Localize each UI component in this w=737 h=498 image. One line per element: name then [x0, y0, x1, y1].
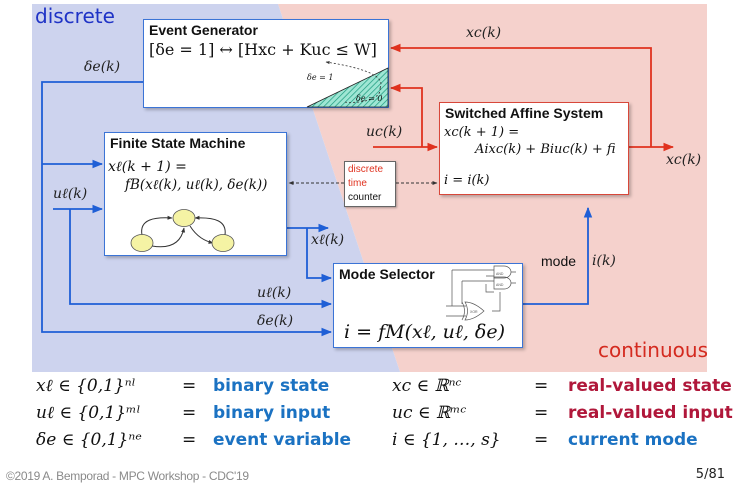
fsm-equation-line1: xℓ(k + 1) = — [108, 159, 187, 175]
xor-gate-icon — [461, 301, 485, 321]
sas-equation-line2: Aixc(k) + Biuc(k) + fi — [475, 142, 616, 157]
and-gate-icon — [493, 276, 512, 290]
fsm-title: Finite State Machine — [110, 135, 246, 151]
counter-line1: discrete — [348, 164, 384, 175]
state-edge — [194, 215, 226, 236]
legend-equals: = — [182, 376, 197, 396]
event-region-sketch — [306, 60, 389, 108]
mode-selector-block: Mode Selector AND AND XOR i = fM(xℓ, uℓ,… — [333, 263, 523, 348]
event-generator-title: Event Generator — [149, 22, 258, 38]
legend-equals: = — [182, 403, 197, 423]
discrete-region-label: discrete — [35, 4, 115, 28]
state-node — [211, 234, 235, 252]
logic-gates-sketch: AND AND XOR — [446, 265, 516, 321]
legend-math: i ∈ {1, …, s} — [392, 430, 501, 450]
state-edge — [151, 227, 186, 248]
gate-label: XOR — [470, 310, 478, 314]
legend-label: event variable — [213, 430, 352, 450]
signal-u-l-left: uℓ(k) — [53, 186, 88, 202]
legend-equals: = — [534, 430, 549, 450]
fsm-equation-line2: fB(xℓ(k), uℓ(k), δe(k)) — [125, 177, 268, 193]
gate-label: AND — [496, 272, 504, 276]
event-generator-block: Event Generator [δe = 1] ↔ [Hxc + Kuc ≤ … — [143, 19, 389, 108]
event-transition-loop — [343, 87, 381, 103]
event-region-label-1: δe = 1 — [307, 73, 334, 82]
gate-label: AND — [496, 283, 504, 287]
legend-math: uc ∈ ℝᵐᶜ — [392, 403, 467, 423]
legend-equals: = — [534, 376, 549, 396]
state-edge — [189, 225, 214, 244]
legend-label: binary state — [213, 376, 330, 396]
legend-label: current mode — [568, 430, 698, 450]
x-c-feedback-line — [389, 43, 652, 147]
mode-selector-title: Mode Selector — [339, 266, 435, 282]
signal-u-l-bottom: uℓ(k) — [257, 285, 292, 301]
sas-equation-line1: xc(k + 1) = — [444, 125, 520, 140]
signal-delta-e-top: δe(k) — [84, 59, 121, 75]
footer-credit: ©2019 A. Bemporad - MPC Workshop - CDC'1… — [6, 469, 249, 483]
event-region-label-0: δe = 0 — [356, 94, 383, 103]
and-gate-icon — [493, 265, 512, 279]
page-number: 5/81 — [695, 467, 725, 482]
counter-line2: time — [348, 178, 367, 189]
signal-u-c: uc(k) — [366, 124, 403, 140]
discrete-time-counter: discrete time counter — [344, 161, 396, 207]
legend-row: xℓ ∈ {0,1}ⁿˡ = binary state xc ∈ ℝⁿᶜ = r… — [0, 376, 737, 400]
u-c-to-event-line — [389, 83, 423, 147]
mode-selector-equation: i = fM(xℓ, uℓ, δe) — [344, 321, 506, 343]
legend-label: real-valued state — [568, 376, 732, 396]
sas-equation-line3: i = i(k) — [444, 173, 490, 188]
legend-row: uℓ ∈ {0,1}ᵐˡ = binary input uc ∈ ℝᵐᶜ = r… — [0, 403, 737, 427]
state-edge — [141, 215, 173, 236]
legend-label: binary input — [213, 403, 331, 423]
state-graph — [130, 209, 235, 252]
u-l-to-mode-line — [69, 209, 333, 309]
signal-i-k: i(k) — [592, 253, 616, 269]
state-node — [130, 234, 154, 252]
legend-row: δe ∈ {0,1}ⁿᵉ = event variable i ∈ {1, …,… — [0, 430, 737, 454]
signal-delta-e-bottom: δe(k) — [257, 313, 294, 329]
x-l-to-mode-line — [306, 228, 333, 283]
legend-label: real-valued input — [568, 403, 733, 423]
event-transition-arrow — [325, 60, 382, 89]
event-region-triangle — [306, 67, 389, 108]
continuous-region-label: continuous — [598, 338, 708, 362]
sas-title: Switched Affine System — [445, 105, 604, 121]
sas-block: Switched Affine System xc(k + 1) = Aixc(… — [439, 102, 629, 195]
legend-math: δe ∈ {0,1}ⁿᵉ — [36, 430, 142, 450]
legend-equals: = — [534, 403, 549, 423]
legend-math: xc ∈ ℝⁿᶜ — [392, 376, 462, 396]
legend-equals: = — [182, 430, 197, 450]
state-node — [172, 209, 196, 227]
delta-e-feedback-line — [41, 81, 333, 337]
signal-x-c-out: xc(k) — [666, 152, 702, 168]
legend-math: xℓ ∈ {0,1}ⁿˡ — [36, 376, 136, 396]
signal-x-l: xℓ(k) — [311, 232, 345, 248]
event-generator-equation: [δe = 1] ↔ [Hxc + Kuc ≤ W] — [149, 40, 377, 59]
mode-output-line — [523, 206, 593, 305]
signal-x-c-top: xc(k) — [466, 25, 502, 41]
signal-mode-word: mode — [541, 253, 577, 269]
fsm-block: Finite State Machine xℓ(k + 1) = fB(xℓ(k… — [104, 132, 287, 256]
counter-line3: counter — [348, 192, 382, 203]
legend-math: uℓ ∈ {0,1}ᵐˡ — [36, 403, 141, 423]
